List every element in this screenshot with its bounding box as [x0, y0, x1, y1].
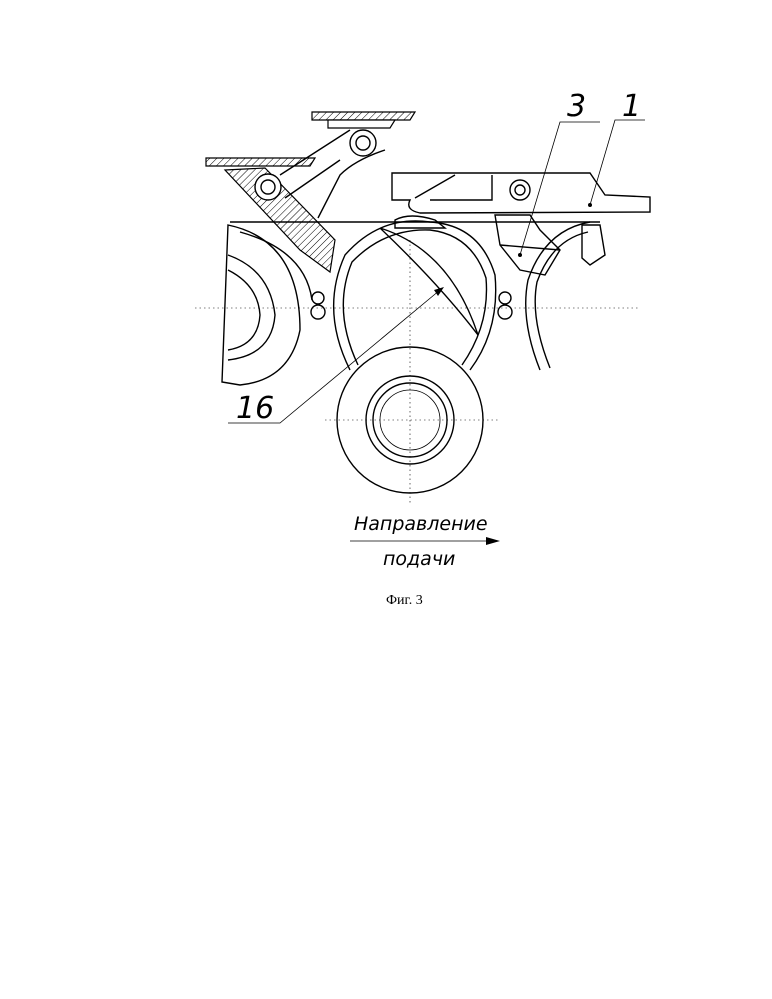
arrow-right-icon	[486, 537, 500, 545]
part-16-label: 16	[236, 391, 274, 426]
lever	[495, 215, 560, 275]
direction-line1: Направление	[354, 513, 488, 535]
upper-brackets	[206, 112, 415, 272]
cutting-blade	[380, 228, 478, 335]
gripper-shells	[334, 216, 605, 370]
part-1-label: 1	[622, 89, 641, 124]
figure-caption: Фиг. 3	[386, 593, 423, 608]
chain-links	[311, 292, 512, 319]
feed-direction: Направление подачи	[350, 513, 500, 570]
direction-line2: подачи	[383, 548, 455, 570]
part-3-label: 3	[567, 89, 586, 124]
